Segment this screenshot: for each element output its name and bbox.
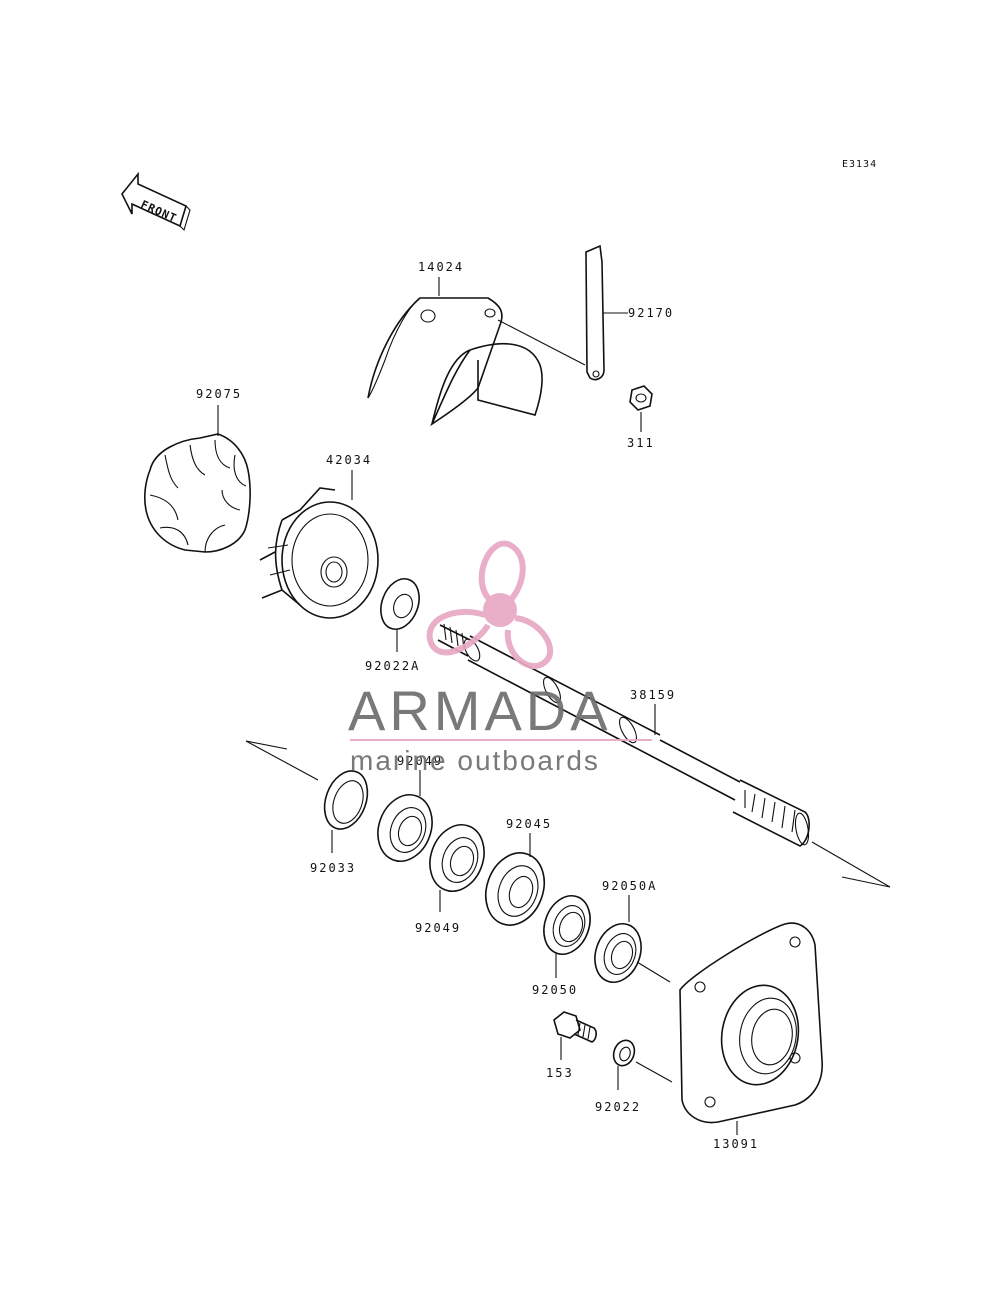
bolt [553,1011,597,1043]
washer [612,1039,636,1067]
washer-a [380,578,420,630]
front-arrow-icon: FRONT [121,171,191,232]
watermark-tagline: marine outboards [350,745,600,776]
impeller [259,487,379,619]
bearing-housing [679,922,823,1124]
part-label-311: 311 [627,436,655,450]
diagram-code: E3134 [842,159,877,170]
seal-92050 [543,895,591,955]
armada-watermark: ARMADA marine outboards [348,540,652,776]
part-label-153: 153 [546,1066,574,1080]
circlip [323,770,369,830]
part-label-92049-upper: 92049 [397,754,443,768]
part-label-92022: 92022 [595,1100,641,1114]
part-label-38159: 38159 [630,688,676,702]
part-label-42034: 42034 [326,453,372,467]
part-label-92049-lower: 92049 [415,921,461,935]
part-label-92170: 92170 [628,306,674,320]
part-label-92050: 92050 [532,983,578,997]
part-label-14024: 14024 [418,260,464,274]
centerline [245,740,891,888]
drive-shaft [437,623,810,847]
impeller-cover [367,297,543,427]
strap [585,244,605,381]
bearing-92045 [485,852,545,926]
damper [143,433,251,553]
part-label-92075: 92075 [196,387,242,401]
part-label-92033: 92033 [310,861,356,875]
part-label-92050A: 92050A [602,879,657,893]
watermark-brand: ARMADA [348,679,612,742]
part-label-92045: 92045 [506,817,552,831]
seal-92050A [594,923,642,983]
part-label-92022A: 92022A [365,659,420,673]
front-label: FRONT [139,198,179,225]
bearing-92049-upper [377,794,433,862]
part-label-13091: 13091 [713,1137,759,1151]
propeller-logo-icon [426,540,554,670]
nut [629,385,653,411]
bearing-92049-lower [429,824,485,892]
